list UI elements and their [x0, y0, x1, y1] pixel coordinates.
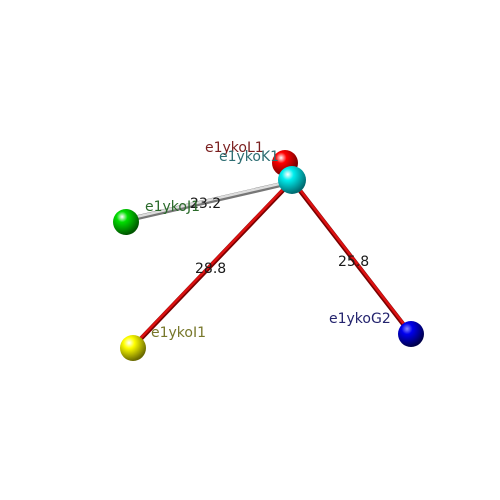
atom-label-g2: e1ykoG2 [329, 311, 391, 327]
distance-label-k1-g2: 25.8 [338, 254, 369, 270]
atom-label-k1: e1ykoK1 [219, 149, 279, 165]
atom-label-i1: e1ykoI1 [151, 325, 206, 341]
atom-k1[interactable] [278, 166, 306, 194]
bond-k1-i1 [130, 180, 293, 350]
distance-label-k1-i1: 28.8 [195, 261, 226, 277]
atom-label-l1: e1ykoL1 [205, 140, 264, 156]
distance-label-k1-j1: 23.2 [190, 196, 221, 212]
bond-k1-g2 [291, 180, 413, 336]
bond-k1-j1 [124, 179, 295, 223]
atom-g2[interactable] [398, 321, 424, 347]
atom-i1[interactable] [120, 335, 146, 361]
atom-j1[interactable] [113, 209, 139, 235]
atom-label-j1: e1ykoJ1 [145, 199, 200, 215]
